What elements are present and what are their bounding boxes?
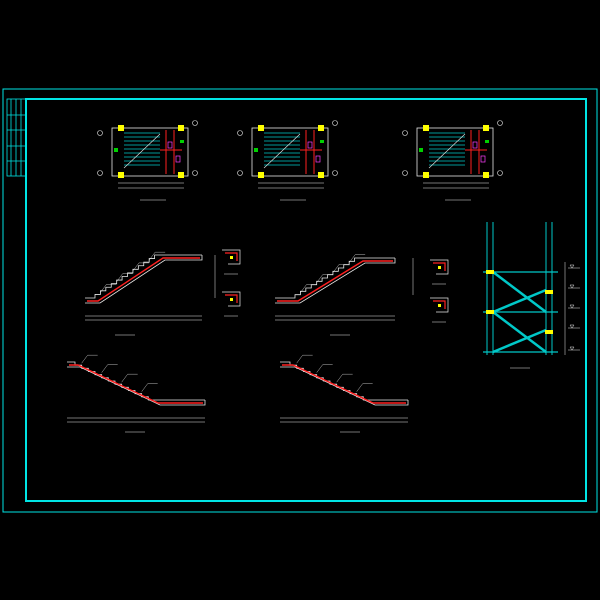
detail-2 bbox=[222, 291, 241, 317]
landing-block bbox=[545, 290, 553, 294]
stair-plan-1 bbox=[97, 120, 198, 201]
stair-profile bbox=[67, 361, 205, 401]
plan-outline bbox=[251, 127, 329, 177]
landing-block bbox=[545, 330, 553, 334]
slab-underside bbox=[280, 366, 409, 406]
captions bbox=[115, 334, 360, 433]
column-block bbox=[178, 125, 184, 131]
stair-plan-2 bbox=[237, 120, 338, 201]
detail-4 bbox=[430, 297, 449, 323]
stair-plans bbox=[97, 120, 503, 201]
main-rebar bbox=[282, 364, 406, 404]
flight-4 bbox=[492, 328, 547, 354]
stair-sections bbox=[67, 251, 409, 423]
stair-section-2 bbox=[275, 254, 396, 321]
main-rebar bbox=[277, 260, 393, 302]
column-block bbox=[423, 172, 429, 178]
detail-1 bbox=[222, 249, 241, 275]
outer-border bbox=[2, 88, 598, 513]
stair-profile bbox=[85, 254, 202, 299]
stair-section-4 bbox=[280, 354, 409, 423]
slab-underside bbox=[67, 366, 206, 406]
stair-section-1 bbox=[85, 251, 203, 321]
flight-2 bbox=[492, 288, 547, 314]
column-block bbox=[258, 172, 264, 178]
column-block bbox=[118, 125, 124, 131]
flight-1 bbox=[492, 271, 547, 313]
slab-underside bbox=[85, 255, 203, 304]
landing-block bbox=[486, 270, 494, 274]
column-block bbox=[483, 172, 489, 178]
plan-outline bbox=[111, 127, 189, 177]
slab-underside bbox=[275, 258, 396, 304]
column-block bbox=[318, 125, 324, 131]
title-strip bbox=[6, 98, 27, 177]
detail-3 bbox=[430, 259, 449, 285]
stair-section-3 bbox=[67, 354, 206, 423]
plan-outline bbox=[416, 127, 494, 177]
stair-elevation-1-1 bbox=[483, 222, 580, 369]
column-block bbox=[258, 125, 264, 131]
column-block bbox=[483, 125, 489, 131]
column-block bbox=[318, 172, 324, 178]
column-block bbox=[423, 125, 429, 131]
stair-plan-3 bbox=[402, 120, 503, 201]
column-block bbox=[118, 172, 124, 178]
main-rebar bbox=[69, 364, 203, 404]
main-rebar bbox=[87, 257, 200, 302]
column-block bbox=[178, 172, 184, 178]
landing-block bbox=[486, 310, 494, 314]
rebar-details bbox=[214, 249, 449, 323]
flight-3 bbox=[492, 311, 547, 353]
inner-border bbox=[25, 98, 587, 502]
